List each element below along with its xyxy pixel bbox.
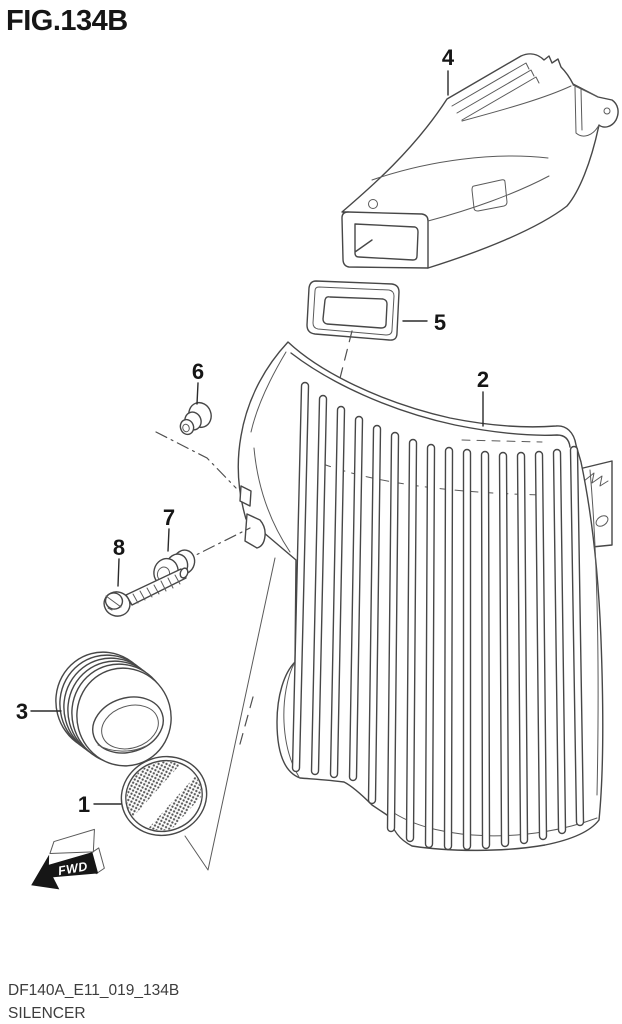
bolt-head-facets [105,595,122,611]
part-6-grommet [179,401,212,436]
part-4-intake-duct [341,53,619,269]
duct-folds [371,85,572,222]
mesh-highlight-stripe [119,752,211,840]
grommet6-bore [182,423,190,433]
seal-lip [312,286,395,336]
bolt-tip [179,567,189,579]
callout-6: 6 [192,359,204,384]
bracket-hole [595,515,609,527]
duct-outline [341,53,619,269]
callout-3: 3 [16,699,28,724]
mesh-screen-rim-inner [125,759,203,833]
duct-boss [368,199,378,209]
cover-mount-tab-upper [239,485,252,507]
duct-opening-inner [354,223,419,261]
cover-mount-tab-lower [244,513,266,549]
fastener-axis-6 [155,431,237,489]
fwd-arrow-body [31,852,99,890]
cover-ribs [291,381,585,851]
callout-8: 8 [113,535,125,560]
fwd-arrow-top-face [49,828,95,854]
part-1-mesh-screen [117,752,211,840]
duct-recess-detail [471,179,508,212]
fwd-label: FWD [57,859,89,878]
bellows-bore-outer [92,696,164,754]
callout-4: 4 [442,45,455,70]
cover-right-inner-edge [589,469,599,796]
seal-inner [322,296,388,329]
duct-end-face [572,84,600,137]
bellows-bore-inner [101,704,159,750]
duct-end-boss [603,107,611,115]
part-8-bolt [103,567,189,617]
seal-outer [306,280,400,341]
bolt-threads [132,574,181,604]
part-3-bellows-ring [55,651,172,767]
figure-title: FIG.134B [6,5,128,37]
assembly-axis-dashed-line [239,330,353,745]
fwd-direction-arrow: FWD [31,828,105,890]
cover-rim-inner [290,352,571,448]
callout-7: 7 [163,505,175,530]
callout-5: 5 [434,310,446,335]
mesh-edge-stripe [147,771,211,840]
cover-outline [237,341,604,852]
bellows-inner-arc [97,744,147,752]
part-5-seal [306,280,400,341]
bracket-notch [583,472,609,487]
callout-1: 1 [78,792,90,817]
cover-hidden-edge-dashes [322,439,544,496]
drawing-code: DF140A_E11_019_134B [8,982,179,999]
insertion-pointer-lines [184,557,276,871]
part-name-caption: SILENCER [8,1005,86,1022]
duct-top-ribs [451,62,540,121]
part-2-silencer-cover [237,341,604,852]
callout-2: 2 [477,367,489,392]
callout-leader-lines [30,70,484,805]
